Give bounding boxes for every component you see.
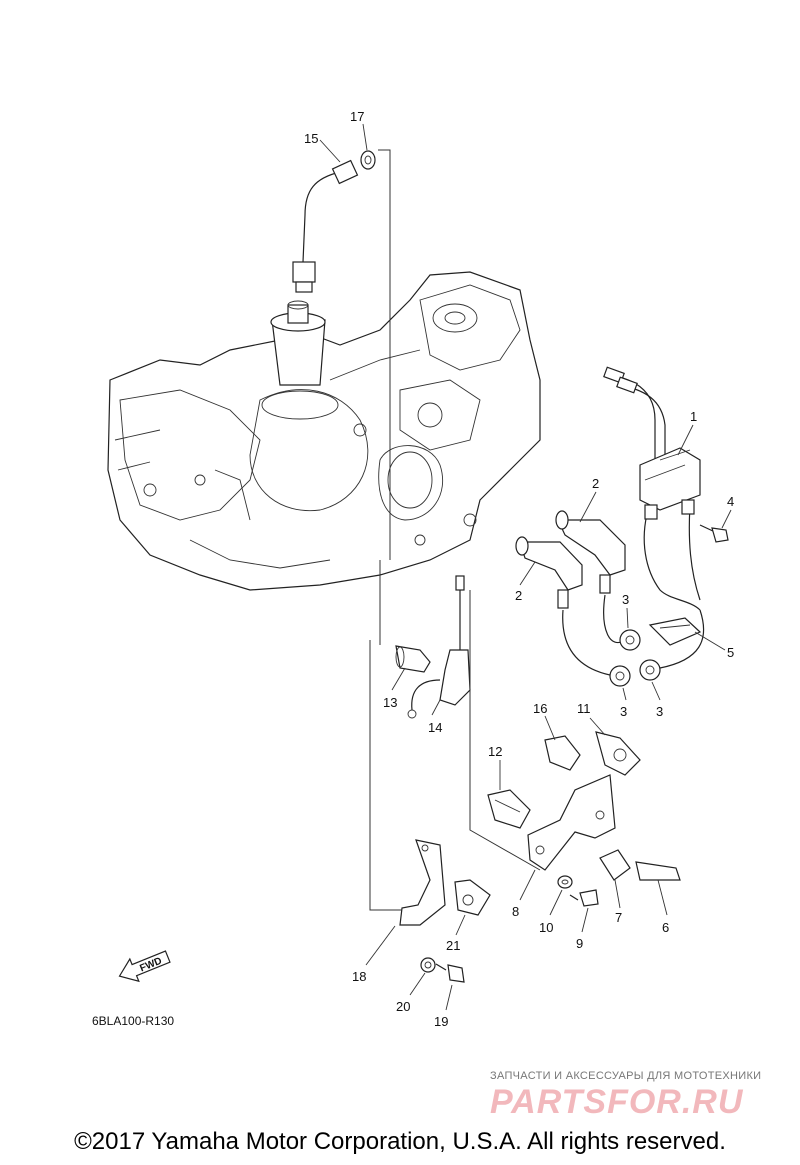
copyright-footer: ©2017 Yamaha Motor Corporation, U.S.A. A… xyxy=(74,1128,726,1155)
part-10-washer xyxy=(557,875,573,889)
callout-19: 19 xyxy=(434,1014,448,1029)
callout-2: 2 xyxy=(592,476,599,491)
part-19-bolt xyxy=(435,963,465,983)
callout-4: 4 xyxy=(727,494,734,509)
callout-10: 10 xyxy=(539,920,553,935)
callout-8: 8 xyxy=(512,904,519,919)
part-20-washer xyxy=(420,957,436,973)
part-5-clamp xyxy=(648,617,702,646)
parts-diagram: 1 2 2 3 3 3 4 5 6 7 8 9 10 11 12 13 14 1… xyxy=(92,109,734,1029)
callout-6: 6 xyxy=(662,920,669,935)
callout-12: 12 xyxy=(488,744,502,759)
part-8-bracket xyxy=(527,774,616,871)
callout-20: 20 xyxy=(396,999,410,1014)
part-3-grommet xyxy=(619,629,641,651)
fwd-label: FWD xyxy=(138,956,163,975)
callout-17: 17 xyxy=(350,109,364,124)
part-9-bolt xyxy=(569,889,599,907)
callout-5: 5 xyxy=(727,645,734,660)
callout-7: 7 xyxy=(615,910,622,925)
callout-3: 3 xyxy=(620,704,627,719)
callout-3: 3 xyxy=(656,704,663,719)
part-7-holder xyxy=(599,849,631,881)
callout-11: 11 xyxy=(577,701,591,716)
callout-18: 18 xyxy=(352,969,366,984)
part-2-plug-cap xyxy=(555,510,626,594)
part-16-clip xyxy=(544,735,581,771)
callout-2: 2 xyxy=(515,588,522,603)
part-14-fuel-sensor xyxy=(407,575,471,719)
callout-14: 14 xyxy=(428,720,442,735)
part-3-grommet xyxy=(609,665,631,687)
callout-labels: 1 2 2 3 3 3 4 5 6 7 8 9 10 11 12 13 14 1… xyxy=(304,109,734,1029)
watermark-logo: PARTSFOR.RU xyxy=(490,1083,744,1121)
part-12-clamp xyxy=(487,789,531,829)
diagram-code: 6BLA100-R130 xyxy=(92,1014,174,1028)
part-11-clip xyxy=(595,731,641,776)
engine-block xyxy=(107,271,541,591)
callout-3: 3 xyxy=(622,592,629,607)
callout-21: 21 xyxy=(446,938,460,953)
callout-13: 13 xyxy=(383,695,397,710)
part-6-connector xyxy=(635,861,681,881)
part-21-clip xyxy=(454,879,491,916)
part-17-washer xyxy=(360,150,376,170)
fwd-arrow-icon: FWD xyxy=(118,950,171,983)
part-13-thermo-switch xyxy=(395,645,431,673)
leader-lines xyxy=(319,123,732,1011)
callout-16: 16 xyxy=(533,701,547,716)
callout-1: 1 xyxy=(690,409,697,424)
part-3-grommet xyxy=(639,659,661,681)
watermark-tagline: ЗАПЧАСТИ И АКСЕССУАРЫ ДЛЯ МОТОТЕХНИКИ xyxy=(490,1070,762,1082)
part-15-sensor-lead xyxy=(292,159,359,293)
callout-9: 9 xyxy=(576,936,583,951)
callout-15: 15 xyxy=(304,131,318,146)
part-1-ignition-coil xyxy=(603,366,701,611)
part-2-plug-cap xyxy=(515,536,583,609)
part-18-bracket xyxy=(399,839,446,926)
part-4-bolt xyxy=(699,524,729,543)
